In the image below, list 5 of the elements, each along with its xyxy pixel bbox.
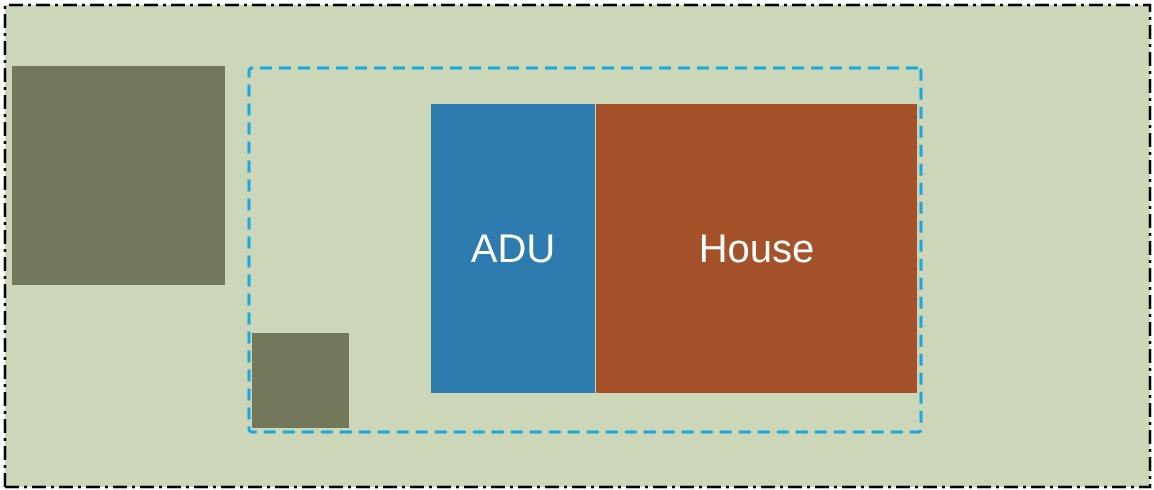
house-block: House: [596, 104, 917, 393]
square-block: [252, 333, 349, 428]
zone-outline: [247, 66, 923, 434]
adu-block: ADU: [431, 104, 595, 393]
square-block: [12, 66, 225, 285]
